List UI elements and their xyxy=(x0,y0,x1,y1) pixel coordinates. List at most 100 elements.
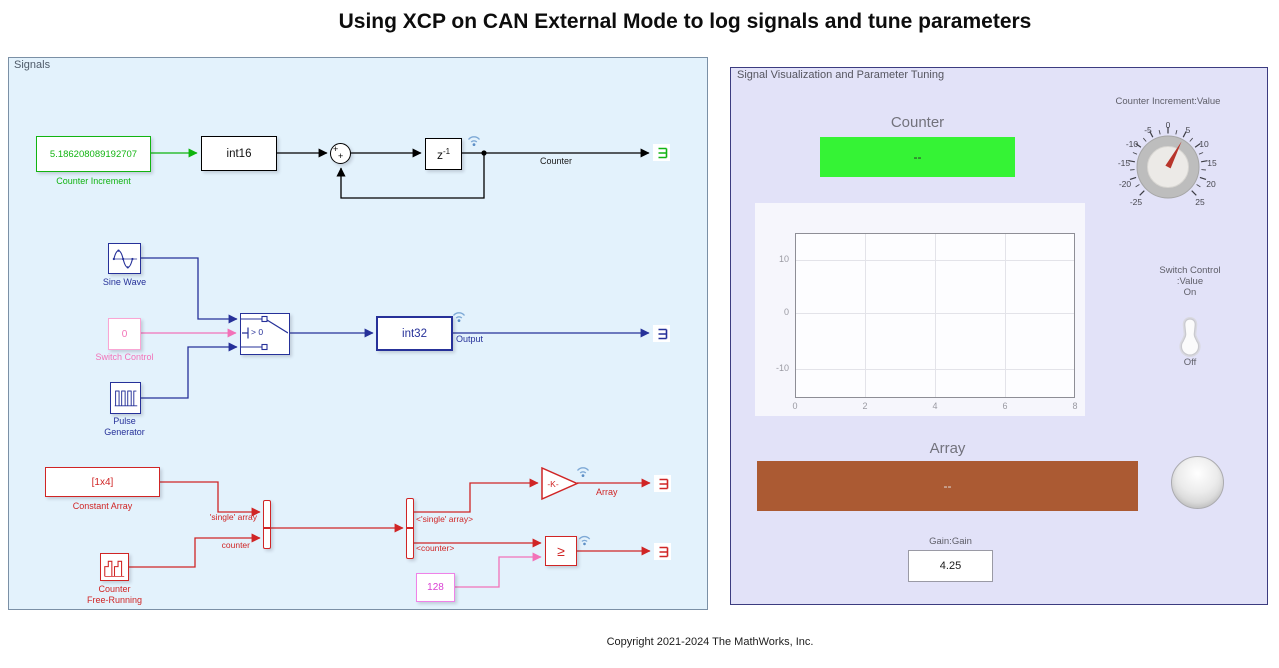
mux-block[interactable] xyxy=(263,500,271,549)
counter-display-value: -- xyxy=(913,150,922,164)
counter-signal-label: Counter xyxy=(540,156,573,166)
toggle-label-line1: Switch Control xyxy=(1159,265,1221,276)
constant-array-block[interactable]: [1x4] xyxy=(45,467,160,497)
scope-x-tick-label: 6 xyxy=(1002,401,1008,411)
knob-label: Counter Increment:Value xyxy=(1115,96,1221,107)
counter-increment-knob[interactable]: -25 -20 -15 -10 -5 0 5 10 15 20 25 xyxy=(1103,108,1233,218)
copyright-text: Copyright 2021-2024 The MathWorks, Inc. xyxy=(606,636,814,648)
scope-gridline xyxy=(796,260,1074,261)
int32-block[interactable]: int32 xyxy=(376,316,453,351)
lamp-indicator[interactable] xyxy=(1171,456,1224,509)
scope-x-tick-label: 4 xyxy=(932,401,938,411)
int16-label: int16 xyxy=(226,147,252,160)
scope-gridline xyxy=(1005,234,1006,397)
counter-display-label: Counter xyxy=(890,114,945,131)
wireless-logging-icon xyxy=(576,467,590,477)
demux-output-label-1: <'single' array> xyxy=(416,514,474,524)
page-title: Using XCP on CAN External Mode to log si… xyxy=(338,10,1032,33)
constant-128-value: 128 xyxy=(427,582,444,593)
mux-divider xyxy=(264,527,270,529)
demux-output-label-2: <counter> xyxy=(416,543,455,553)
pulse-generator-label-line2: Generator xyxy=(104,427,145,437)
gain-field-label: Gain:Gain xyxy=(929,536,972,547)
gain-block[interactable]: -K- xyxy=(541,467,579,502)
scope-x-tick-label: 0 xyxy=(792,401,798,411)
toggle-off-label: Off xyxy=(1183,357,1197,368)
wireless-logging-icon xyxy=(467,136,481,146)
sine-wave-label: Sine Wave xyxy=(102,277,147,287)
relational-operator-label: ≥ xyxy=(557,543,565,559)
gain-edit-field[interactable]: 4.25 xyxy=(908,550,993,582)
outport-glyph xyxy=(658,328,667,339)
knob-tick-label: 10 xyxy=(1199,139,1209,149)
counter-free-running-label-line1: Counter xyxy=(98,584,131,594)
counter-increment-value: 5.186208089192707 xyxy=(49,148,138,160)
dashboard-scope[interactable]: 10 0 -10 0 2 4 6 8 xyxy=(755,203,1085,416)
knob-tick-label: -10 xyxy=(1126,139,1139,149)
relational-operator-block[interactable]: ≥ xyxy=(545,536,577,566)
toggle-knob-icon xyxy=(1180,318,1200,356)
unit-delay-block[interactable]: z-1 xyxy=(425,138,462,170)
array-display-label: Array xyxy=(929,440,966,457)
pulse-generator-label: Pulse Generator xyxy=(92,416,157,438)
plus-sign-icon: + xyxy=(333,144,339,154)
sine-wave-block[interactable] xyxy=(108,243,141,274)
switch-control-label: Switch Control xyxy=(95,352,154,362)
demux-block[interactable] xyxy=(406,498,414,559)
switch-icon xyxy=(241,315,288,351)
unit-delay-label: z xyxy=(436,147,443,162)
wireless-logging-icon xyxy=(452,312,466,322)
counter-free-running-label-line2: Free-Running xyxy=(86,595,143,605)
scope-gridline xyxy=(865,234,866,397)
sine-wave-icon xyxy=(112,249,137,268)
output-outport-icon[interactable] xyxy=(653,325,670,342)
array-display-value: -- xyxy=(943,479,952,493)
knob-tick-label: 5 xyxy=(1186,125,1191,135)
knob-tick-label: -15 xyxy=(1118,158,1131,168)
constant-array-value: [1x4] xyxy=(91,476,114,488)
int16-block[interactable]: int16 xyxy=(201,136,277,171)
counter-free-running-block[interactable] xyxy=(100,553,129,581)
knob-tick-label: 15 xyxy=(1207,158,1217,168)
sum-block[interactable]: + + xyxy=(330,143,351,164)
knob-ticks xyxy=(1128,127,1208,196)
toggle-label: Switch Control :Value On xyxy=(1140,265,1240,298)
scope-plot-area xyxy=(795,233,1075,398)
int32-label: int32 xyxy=(402,327,427,340)
constant-128-block[interactable]: 128 xyxy=(416,573,455,602)
scope-x-tick-label: 2 xyxy=(862,401,868,411)
constant-array-label: Constant Array xyxy=(72,501,133,511)
scope-gridline xyxy=(796,369,1074,370)
counter-display[interactable]: -- xyxy=(820,137,1015,177)
plus-sign-icon: + xyxy=(338,151,344,161)
unit-delay-exponent: -1 xyxy=(442,146,451,156)
output-signal-label: Output xyxy=(456,334,484,344)
counter-increment-label: Counter Increment xyxy=(56,176,131,186)
counter-outport-icon[interactable] xyxy=(653,144,670,161)
switch-block[interactable]: > 0 xyxy=(240,313,290,355)
counter-free-running-label: Counter Free-Running xyxy=(74,584,155,606)
mux-input-label-2: counter xyxy=(221,540,250,550)
knob-tick-label: 20 xyxy=(1206,179,1216,189)
outport-glyph xyxy=(658,147,667,158)
switch-criteria-label: > 0 xyxy=(251,327,264,337)
switch-control-value: 0 xyxy=(121,328,128,340)
knob-tick-label: -20 xyxy=(1119,179,1132,189)
scope-y-tick-label: 0 xyxy=(783,307,789,317)
scope-y-tick-label: -10 xyxy=(775,363,789,373)
scope-gridline xyxy=(796,313,1074,314)
array-outport-icon[interactable] xyxy=(654,475,671,492)
switch-control-block[interactable]: 0 xyxy=(108,318,141,350)
switch-control-toggle[interactable] xyxy=(1178,316,1202,358)
scope-x-tick-label: 8 xyxy=(1072,401,1078,411)
pulse-generator-label-line1: Pulse xyxy=(113,416,136,426)
pulse-generator-block[interactable] xyxy=(110,382,141,414)
outport-glyph xyxy=(659,546,668,557)
counter-increment-block[interactable]: 5.186208089192707 xyxy=(36,136,151,172)
knob-tick-label: -25 xyxy=(1130,197,1143,207)
relational-outport-icon[interactable] xyxy=(654,543,671,560)
toggle-label-line2: :Value xyxy=(1176,276,1204,287)
toggle-on-label: On xyxy=(1183,287,1197,298)
knob-minor-ticks xyxy=(1130,129,1206,188)
array-display[interactable]: -- xyxy=(757,461,1138,511)
